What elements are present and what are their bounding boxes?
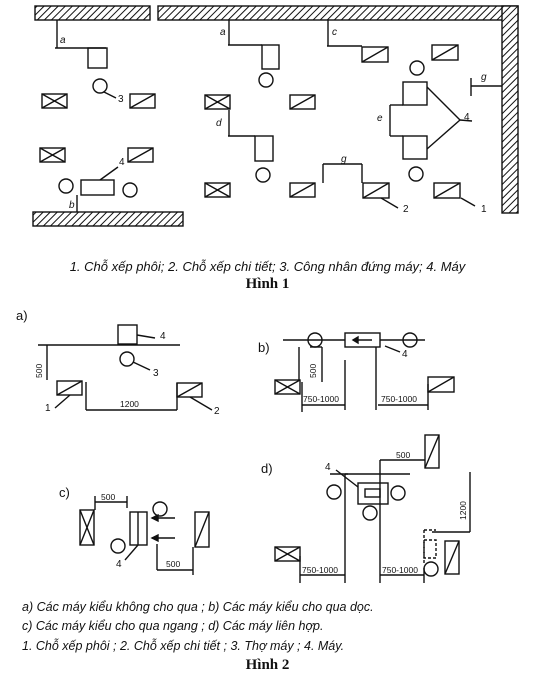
dim-b: b	[69, 200, 75, 211]
worker	[362, 505, 378, 521]
blank-stock	[79, 509, 95, 546]
callout-1: 1	[45, 403, 51, 414]
callout-4: 4	[119, 157, 125, 168]
dim-g: g	[481, 72, 487, 83]
machine	[423, 539, 437, 559]
blank-stock	[204, 182, 231, 198]
layout-diagram: a a c d e g g b 3 4 4 2 1	[16, 5, 519, 583]
worker	[110, 538, 126, 554]
blank-stock	[41, 93, 68, 109]
figure-2-labels: a) b) c) d) 500 1200 500 750-1000 750-10…	[16, 308, 468, 575]
finished-parts	[127, 147, 154, 163]
machine	[357, 482, 389, 505]
worker	[408, 166, 424, 182]
worker	[255, 167, 271, 183]
callout-4: 4	[160, 331, 166, 342]
finished-parts	[289, 94, 316, 110]
figure-2-legend-line-1: a) Các máy kiểu không cho qua ; b) Các m…	[22, 600, 374, 614]
dim-500: 500	[396, 450, 410, 460]
machine	[87, 47, 108, 69]
figure-2-legend-line-2: c) Các máy kiểu cho qua ngang ; d) Các m…	[22, 619, 324, 633]
figure-2-legend-line-3: 1. Chỗ xếp phôi ; 2. Chỗ xếp chi tiết ; …	[22, 639, 345, 653]
machine	[402, 81, 428, 106]
figure-2-title: Hình 2	[245, 657, 290, 673]
callout-3: 3	[118, 94, 124, 105]
worker	[119, 351, 135, 367]
worker	[423, 561, 439, 577]
machine	[261, 44, 280, 70]
worker	[58, 178, 74, 194]
blank-stock	[204, 94, 231, 110]
callout-4: 4	[116, 559, 122, 570]
finished-parts	[362, 182, 390, 199]
machine	[254, 135, 274, 162]
dim-1200: 1200	[120, 399, 139, 409]
dim-750-1000: 750-1000	[302, 565, 338, 575]
figure-1-title: Hình 1	[245, 276, 290, 292]
machine	[117, 324, 138, 345]
worker	[258, 72, 274, 88]
callout-3: 3	[153, 368, 159, 379]
worker	[122, 182, 138, 198]
machine	[364, 488, 381, 498]
dim-e: e	[377, 113, 383, 124]
dim-c: c	[332, 27, 337, 38]
dim-750-1000: 750-1000	[381, 394, 417, 404]
finished-parts	[289, 182, 316, 198]
worker	[409, 60, 425, 76]
callout-4: 4	[325, 462, 331, 473]
sub-label-d: d)	[261, 461, 273, 476]
wall-bottom	[32, 211, 184, 227]
dim-500: 500	[308, 364, 318, 378]
dim-500: 500	[101, 492, 115, 502]
machine	[402, 135, 428, 160]
callout-4: 4	[464, 112, 470, 123]
worker	[390, 485, 406, 501]
finished-parts	[427, 376, 455, 393]
machine	[80, 179, 115, 196]
worker	[326, 484, 342, 500]
blank-stock	[39, 147, 66, 163]
dim-g: g	[341, 154, 347, 165]
finished-parts	[194, 511, 210, 548]
dim-d: d	[216, 118, 222, 129]
figure-1-caption: 1. Chỗ xếp phôi; 2. Chỗ xếp chi tiết; 3.…	[69, 259, 466, 274]
dim-750-1000: 750-1000	[303, 394, 339, 404]
finished-parts	[431, 44, 459, 61]
finished-parts	[424, 434, 440, 469]
sub-label-a: a)	[16, 308, 28, 323]
finished-parts	[361, 46, 389, 63]
blank-stock	[274, 379, 301, 395]
figure-2	[38, 324, 471, 583]
finished-parts	[433, 182, 461, 199]
figure-1	[32, 5, 519, 227]
dim-500: 500	[166, 559, 180, 569]
callout-4: 4	[402, 349, 408, 360]
sub-label-c: c)	[59, 485, 70, 500]
dim-1200: 1200	[458, 501, 468, 520]
blank-stock	[274, 546, 301, 562]
wall-top-left	[34, 5, 151, 21]
dim-a: a	[60, 35, 66, 46]
wall-right	[501, 5, 519, 214]
worker	[152, 501, 168, 517]
wall-top-right	[157, 5, 519, 21]
dim-750-1000: 750-1000	[382, 565, 418, 575]
finished-parts	[176, 382, 203, 398]
dim-a: a	[220, 27, 226, 38]
finished-parts	[444, 540, 460, 575]
callout-2: 2	[403, 204, 409, 215]
dim-500: 500	[34, 364, 44, 378]
sub-label-b: b)	[258, 340, 270, 355]
worker	[92, 78, 108, 94]
callout-2: 2	[214, 406, 220, 417]
finished-parts	[129, 93, 156, 109]
figure-1-labels: a a c d e g g b 3 4 4 2 1	[60, 27, 487, 215]
callout-1: 1	[481, 204, 487, 215]
